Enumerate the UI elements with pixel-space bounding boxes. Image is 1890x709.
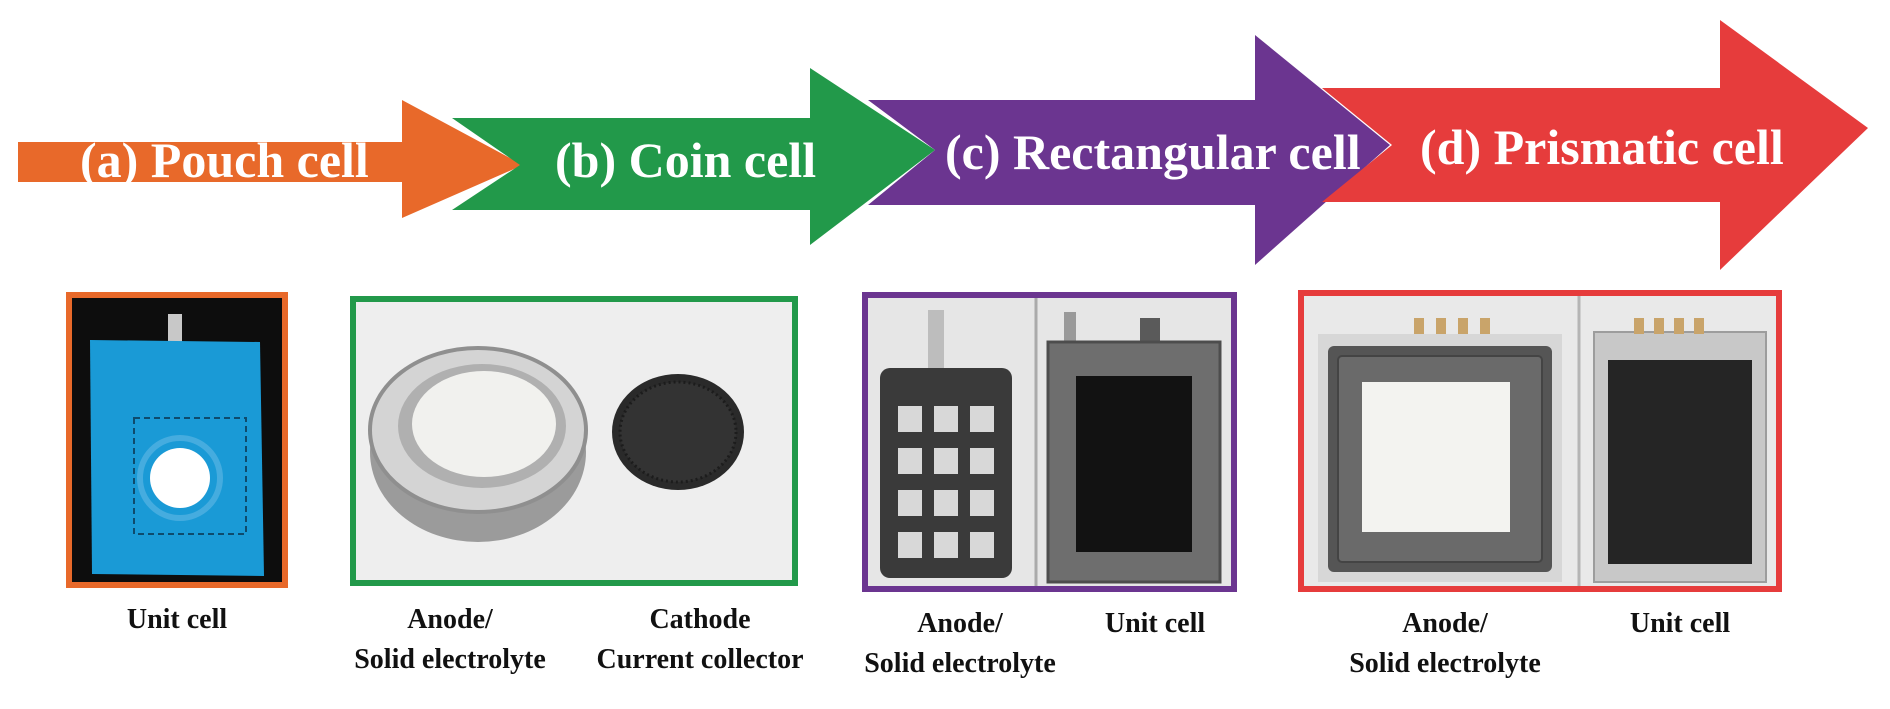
tab-terminal [168, 314, 182, 348]
disc-shadow [137, 435, 223, 521]
coin-caption-right: Cathode Current collector [596, 604, 804, 675]
unit-tab-left [1064, 312, 1076, 346]
cathode-texture [618, 380, 738, 484]
dashed-outline [133, 417, 247, 535]
rectangular-caption-left: Anode/ Solid electrolyte [864, 608, 1056, 679]
prismatic-solid-electrolyte [1362, 382, 1510, 532]
prismatic-caption-right: Unit cell [1629, 608, 1731, 639]
rectangular-cell-photo [862, 292, 1237, 592]
coin-cell-photo [350, 296, 798, 586]
white-disc [150, 448, 210, 508]
arrow-label-prismatic: (d) Prismatic cell [1420, 119, 1784, 175]
arrow-prismatic-cell [1322, 20, 1868, 270]
unit-cell-cathode [1076, 376, 1192, 552]
arrow-rectangular-cell [868, 35, 1390, 265]
pouch-cell-photo [66, 292, 288, 588]
arrow-label-pouch: (a) Pouch cell [80, 132, 369, 188]
electrolyte-pad-grid [898, 406, 994, 558]
prismatic-unit-cathode [1608, 360, 1752, 564]
arrow-label-coin: (b) Coin cell [555, 132, 817, 188]
rectangular-caption-right: Unit cell [1104, 608, 1206, 639]
arrow-coin-cell [452, 68, 935, 245]
unit-tab-right [1140, 318, 1160, 346]
arrow-banner [18, 20, 1868, 270]
arrow-pouch-cell [18, 100, 523, 218]
pouch-caption: Unit cell [126, 604, 228, 635]
arrow-label-rectangular: (c) Rectangular cell [945, 124, 1361, 180]
anode-tab [928, 310, 944, 370]
solid-electrolyte-disc [412, 371, 556, 477]
prismatic-cell-photo [1298, 290, 1782, 592]
coin-caption-left: Anode/ Solid electrolyte [354, 604, 546, 675]
prismatic-caption-left: Anode/ Solid electrolyte [1349, 608, 1541, 679]
